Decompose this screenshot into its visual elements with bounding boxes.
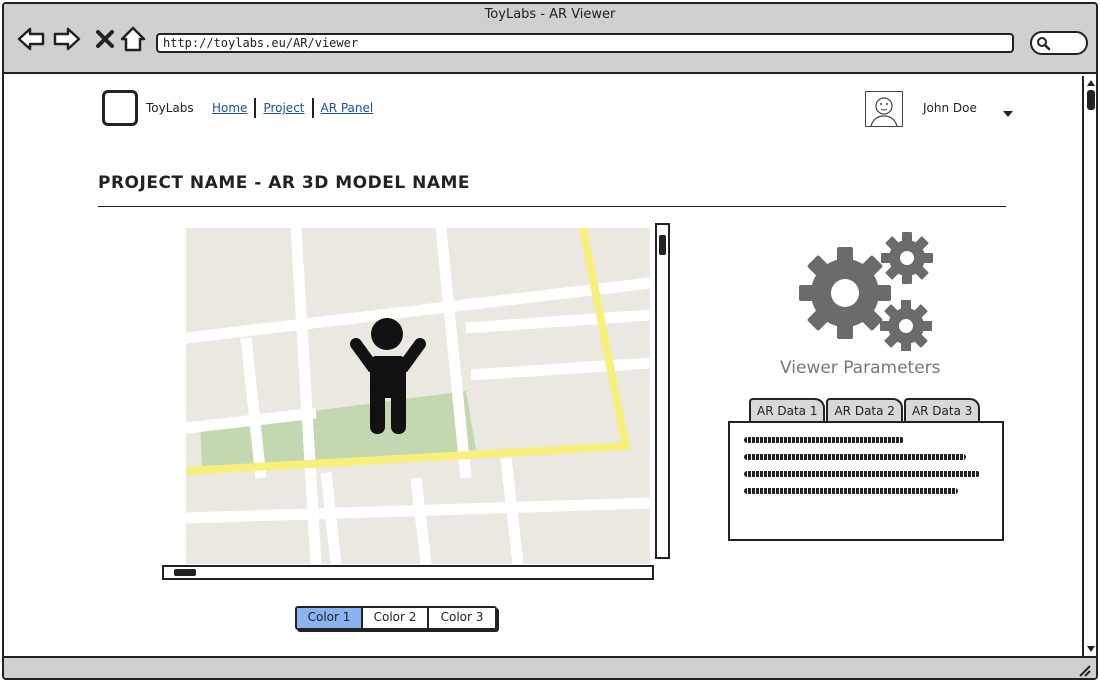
page-content: ToyLabs Home Project AR Panel John Doe P… — [4, 76, 1082, 656]
viewer-horizontal-scrollbar[interactable] — [162, 565, 654, 580]
avatar[interactable] — [865, 91, 903, 127]
user-avatar-icon — [870, 97, 898, 127]
window-title: ToyLabs - AR Viewer — [484, 7, 616, 22]
tab-ar-data-3[interactable]: AR Data 3 — [903, 398, 981, 422]
nav-divider — [311, 98, 314, 118]
tab-ar-data-2[interactable]: AR Data 2 — [826, 398, 903, 422]
scroll-down-icon[interactable] — [1086, 644, 1096, 654]
color-selector: Color 1 Color 2 Color 3 — [295, 606, 497, 630]
chevron-down-icon[interactable] — [1003, 103, 1013, 122]
nav-divider — [254, 98, 257, 118]
resize-grip-icon[interactable] — [1078, 664, 1092, 678]
back-arrow-icon[interactable] — [16, 24, 46, 54]
map-image — [186, 228, 650, 564]
ar-data-tabs: AR Data 1 AR Data 2 AR Data 3 — [749, 398, 981, 422]
top-nav: Home Project AR Panel — [208, 98, 377, 118]
placeholder-text-line — [744, 471, 980, 477]
color-option-3[interactable]: Color 3 — [429, 608, 495, 628]
scroll-up-icon[interactable] — [1086, 78, 1096, 88]
title-divider — [98, 206, 1006, 207]
scrollbar-thumb[interactable] — [174, 569, 196, 576]
browser-titlebar: ToyLabs - AR Viewer http://toylabs.eu/AR… — [4, 4, 1096, 74]
ar-viewer-canvas[interactable] — [186, 228, 650, 564]
nav-link-ar-panel[interactable]: AR Panel — [320, 101, 374, 115]
color-option-2[interactable]: Color 2 — [363, 608, 429, 628]
nav-link-home[interactable]: Home — [212, 101, 248, 115]
browser-statusbar — [4, 656, 1096, 678]
stop-icon[interactable] — [90, 24, 120, 54]
brand-name: ToyLabs — [146, 101, 194, 115]
page-title: PROJECT NAME - AR 3D MODEL NAME — [98, 173, 471, 193]
tab-ar-data-1[interactable]: AR Data 1 — [749, 398, 826, 422]
search-icon — [1037, 37, 1051, 51]
page-vertical-scrollbar[interactable] — [1082, 76, 1096, 656]
brand-logo[interactable] — [102, 90, 138, 126]
placeholder-text-line — [744, 454, 966, 460]
scrollbar-thumb[interactable] — [1087, 90, 1095, 110]
browser-search-field[interactable] — [1030, 31, 1088, 55]
color-option-1[interactable]: Color 1 — [297, 608, 363, 628]
url-bar[interactable]: http://toylabs.eu/AR/viewer — [156, 33, 1014, 53]
user-name[interactable]: John Doe — [923, 101, 977, 115]
home-icon[interactable] — [118, 24, 148, 54]
scrollbar-thumb[interactable] — [659, 235, 666, 255]
placeholder-text-line — [744, 437, 904, 443]
viewer-parameters-title: Viewer Parameters — [780, 358, 941, 378]
person-icon — [350, 318, 426, 434]
nav-link-project[interactable]: Project — [263, 101, 305, 115]
forward-arrow-icon[interactable] — [52, 24, 82, 54]
ar-data-panel — [728, 421, 1004, 541]
gears-icon — [799, 231, 939, 355]
viewer-vertical-scrollbar[interactable] — [655, 223, 670, 559]
placeholder-text-line — [744, 488, 958, 494]
